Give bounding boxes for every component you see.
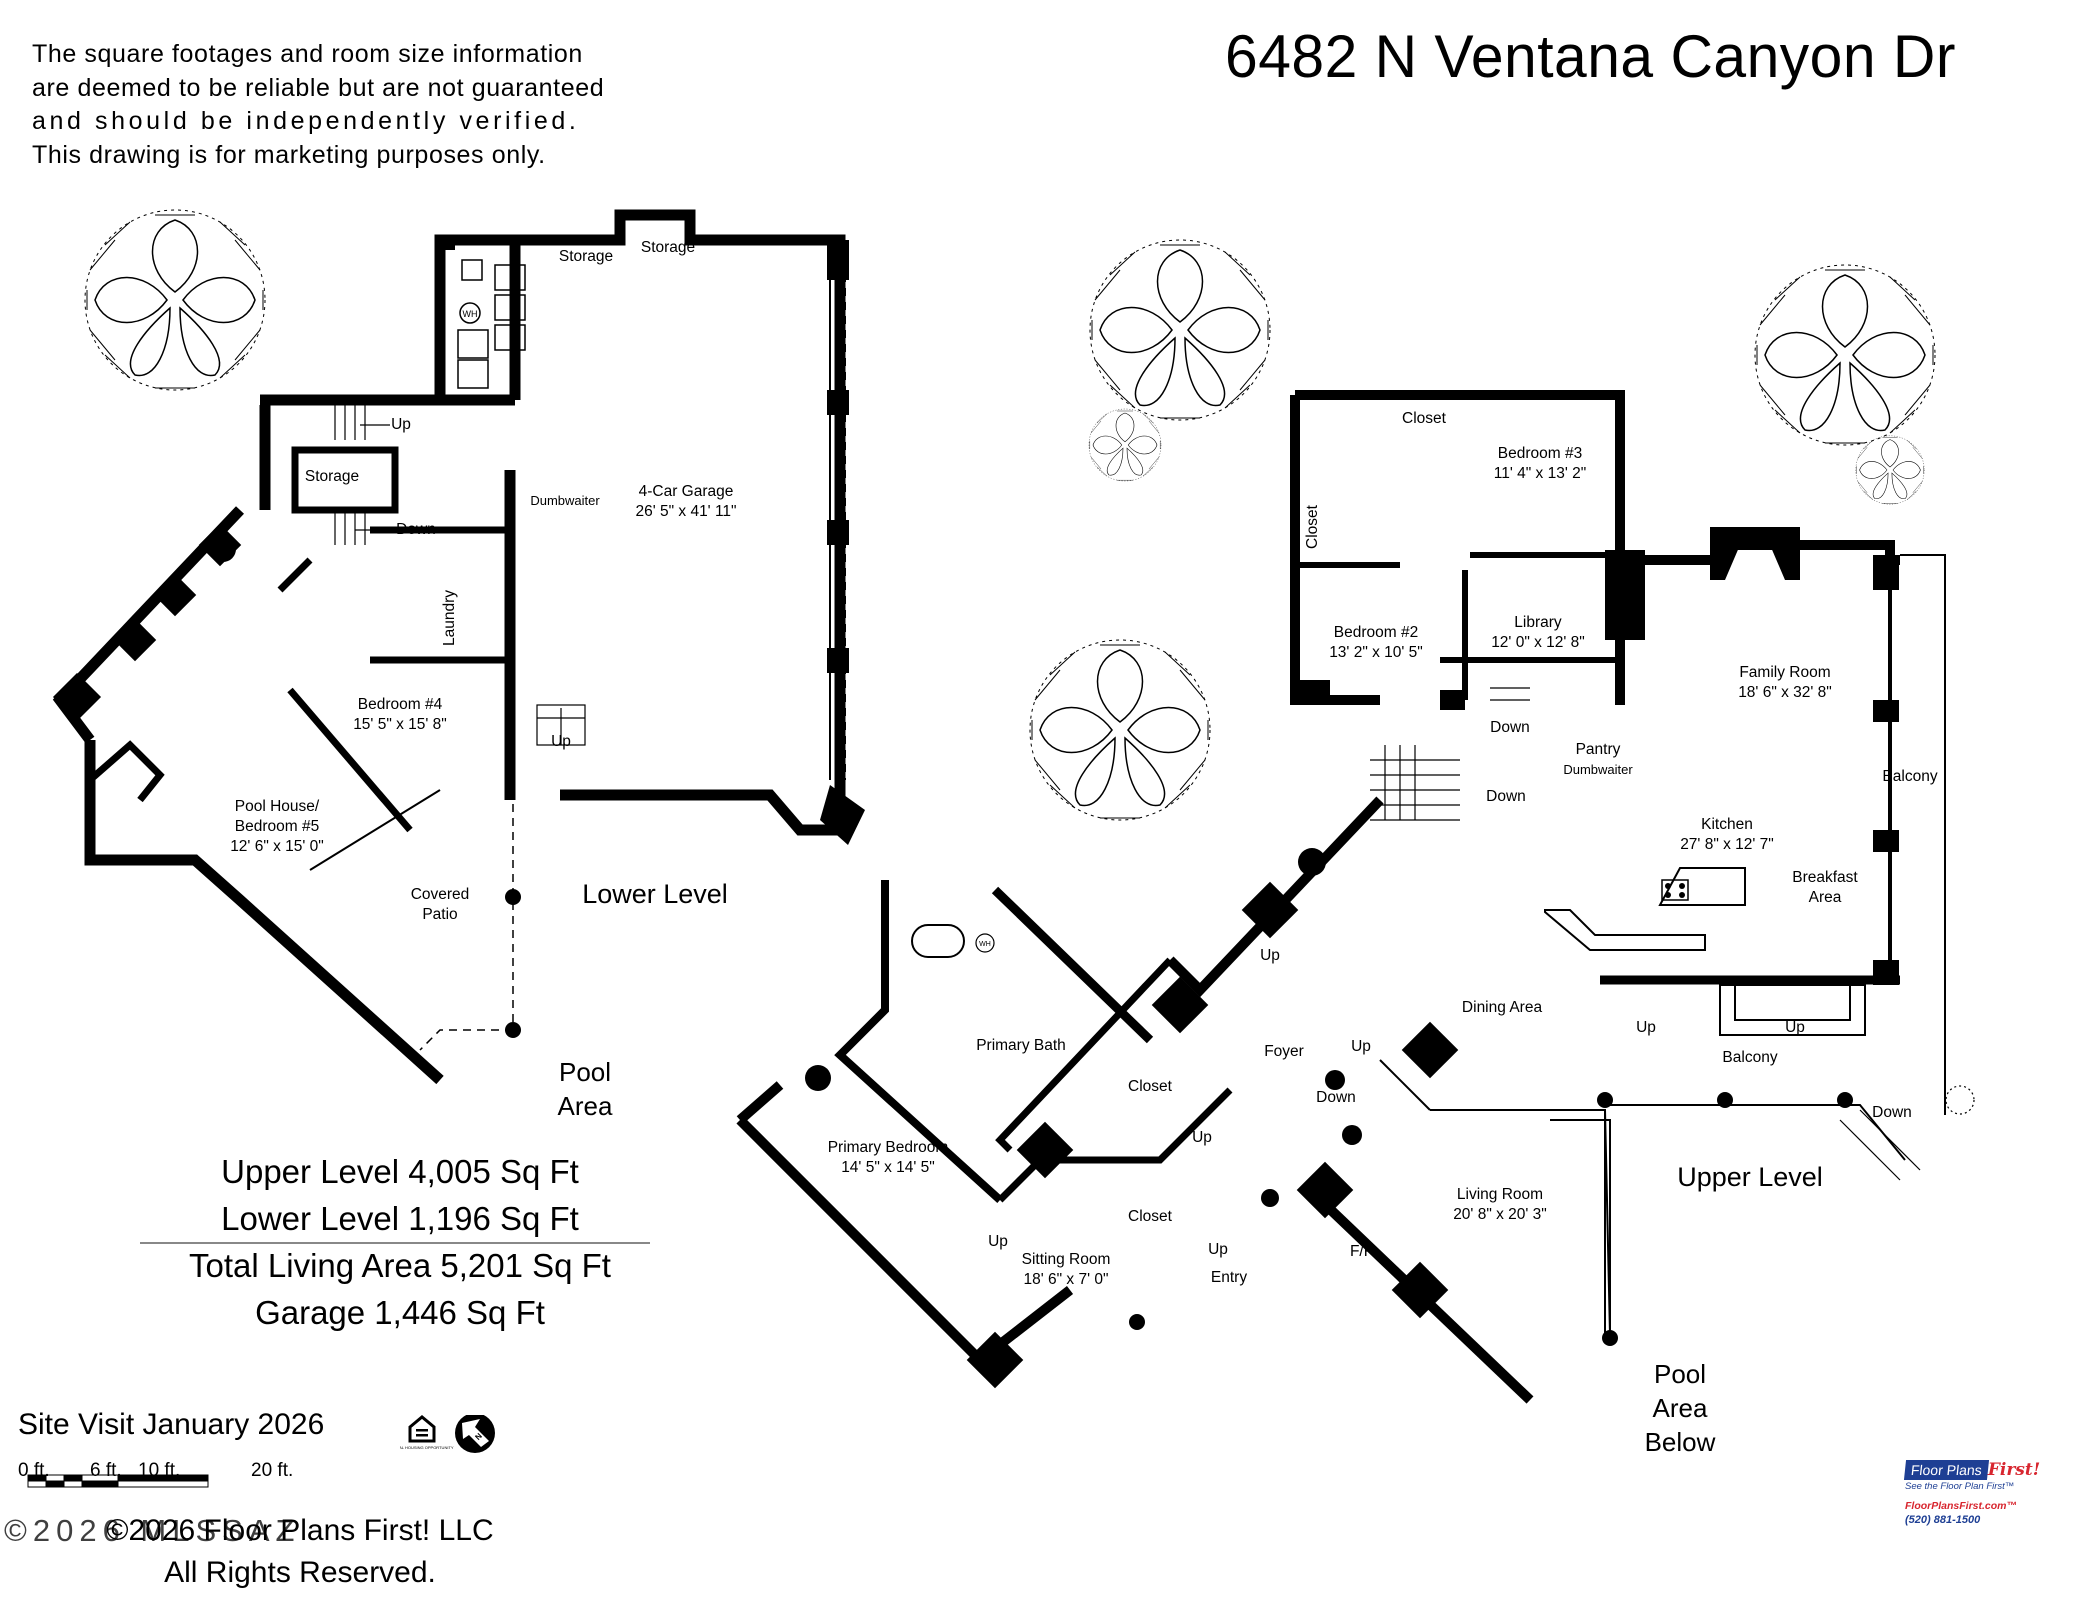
disclaimer: The square footages and room size inform… <box>32 38 604 172</box>
room-label-laundry: Laundry <box>441 589 458 647</box>
room-label-foyer: Foyer <box>1264 1043 1304 1060</box>
room-label-living-room: Living Room 20' 8" x 20' 3" <box>1453 1186 1547 1223</box>
room-label-garage: 4-Car Garage 26' 5" x 41' 11" <box>635 483 737 520</box>
stair-up-label: Up <box>1785 1019 1805 1036</box>
room-label-closet-1: Closet <box>1402 410 1446 427</box>
bathtub-icon <box>911 924 965 958</box>
room-label-library: Library 12' 0" x 12' 8" <box>1491 614 1585 651</box>
stair-up-label: Up <box>1192 1129 1212 1146</box>
stair-up-label: Up <box>1208 1241 1228 1258</box>
lower-level-label: Lower Level <box>582 879 728 909</box>
room-label-covered-patio: Covered Patio <box>410 886 470 923</box>
fireplace-label: F/P <box>1349 1243 1375 1260</box>
disclaimer-line-3: and should be independently verified. <box>32 107 580 135</box>
garage-stair-up-label: Up <box>551 733 571 750</box>
stair-down-label: Down <box>396 521 436 538</box>
brand-phone[interactable]: (520) 881-1500 <box>1905 1514 1981 1526</box>
equal-housing-icon: EQUAL HOUSING OPPORTUNITY <box>390 1415 454 1450</box>
brand-tagline: See the Floor Plan First™ <box>1905 1481 2015 1492</box>
room-label-closet-4: Closet <box>1128 1208 1172 1225</box>
tree-icon <box>1089 239 1271 421</box>
brand-url[interactable]: FloorPlansFirst.com™ <box>1905 1500 2018 1512</box>
disclaimer-line-1: The square footages and room size inform… <box>32 40 583 68</box>
pool-area-below-label: Pool Area Below <box>1644 1359 1716 1457</box>
room-label-family-room: Family Room 18' 6" x 32' 8" <box>1738 664 1832 701</box>
mls-watermark: ©2026 MLSSAZ <box>4 1513 301 1548</box>
svg-text:N: N <box>473 1431 484 1442</box>
scale-label-20: 20 ft. <box>251 1460 294 1481</box>
room-label-pantry: Pantry Dumbwaiter <box>1563 741 1633 777</box>
sqft-total: Total Living Area 5,201 Sq Ft <box>189 1247 611 1284</box>
copyright-line-2: All Rights Reserved. <box>164 1556 436 1589</box>
room-label-bedroom-2: Bedroom #2 13' 2" x 10' 5" <box>1329 624 1423 661</box>
stair-down-label: Down <box>1490 719 1530 736</box>
tree-icon <box>84 209 266 391</box>
room-label-sitting-room: Sitting Room 18' 6" x 7' 0" <box>1021 1251 1111 1288</box>
room-label-closet-2: Closet <box>1304 505 1321 549</box>
stair-down-label: Down <box>1486 788 1526 805</box>
scale-label-10: 10 ft. <box>138 1460 181 1481</box>
scale-label-0: 0 ft. <box>18 1460 50 1481</box>
north-arrow-icon: N <box>455 1413 495 1453</box>
stair-down-label: Down <box>1872 1104 1912 1121</box>
water-heater-icon: WH <box>463 309 478 319</box>
room-label-bedroom-4: Bedroom #4 15' 5" x 15' 8" <box>353 696 447 733</box>
tree-icon <box>1754 264 1936 446</box>
room-label-bedroom-3: Bedroom #3 11' 4" x 13' 2" <box>1493 445 1587 482</box>
upper-level-label: Upper Level <box>1677 1162 1823 1192</box>
stair-up-label: Up <box>1351 1038 1371 1055</box>
room-label-storage-1: Storage <box>558 248 614 265</box>
room-label-breakfast-area: Breakfast Area <box>1792 869 1858 906</box>
room-label-entry: Entry <box>1210 1269 1248 1286</box>
site-visit-date: Site Visit January 2026 <box>18 1408 325 1441</box>
pool-area-label: Pool Area <box>557 1057 613 1121</box>
property-address: 6482 N Ventana Canyon Dr <box>1225 23 1956 90</box>
footer-icons: EQUAL HOUSING OPPORTUNITY N <box>390 1413 510 1475</box>
dumbwaiter-label: Dumbwaiter <box>530 493 600 508</box>
stair-up-label: Up <box>1636 1019 1656 1036</box>
svg-text:WH: WH <box>979 941 991 948</box>
copyright: ©2026 Floor Plans First! LLC ©2026 MLSSA… <box>0 1510 600 1594</box>
scale-label-6: 6 ft. <box>90 1460 122 1481</box>
room-label-kitchen: Kitchen 27' 8" x 12' 7" <box>1680 816 1774 853</box>
cooktop-icon <box>1661 879 1689 901</box>
stair-up-label: Up <box>1260 947 1280 964</box>
tree-icon <box>1088 408 1162 482</box>
disclaimer-line-4: This drawing is for marketing purposes o… <box>32 140 546 169</box>
room-label-storage-2: Storage <box>640 239 696 256</box>
tree-icon <box>1855 435 1925 505</box>
scale-bar <box>27 1474 209 1488</box>
stair-up-label: Up <box>988 1233 1008 1250</box>
room-label-storage-3: Storage <box>304 468 360 485</box>
sqft-divider <box>140 1242 650 1244</box>
sqft-garage: Garage 1,446 Sq Ft <box>255 1294 545 1331</box>
disclaimer-line-2: are deemed to be reliable but are not gu… <box>32 73 605 102</box>
sqft-lower: Lower Level 1,196 Sq Ft <box>221 1200 579 1237</box>
room-label-primary-bath: Primary Bath <box>976 1037 1066 1054</box>
room-label-dining-area: Dining Area <box>1461 999 1543 1016</box>
room-label-pool-house: Pool House/ Bedroom #5 12' 6" x 15' 0" <box>230 798 324 855</box>
water-heater-icon <box>975 933 995 953</box>
sqft-upper: Upper Level 4,005 Sq Ft <box>221 1153 579 1190</box>
room-label-balcony-south: Balcony <box>1722 1049 1778 1066</box>
copyright-line-1: ©2026 Floor Plans First! LLC ©2026 MLSSA… <box>0 1510 600 1552</box>
room-label-primary-bedroom: Primary Bedroom 14' 5" x 14' 5" <box>827 1139 949 1176</box>
tree-icon <box>1029 639 1211 821</box>
room-label-closet-3: Closet <box>1128 1078 1172 1095</box>
square-footage-summary: Upper Level 4,005 Sq Ft Lower Level 1,19… <box>130 1148 670 1336</box>
stair-up-label: Up <box>391 416 411 433</box>
stair-down-label: Down <box>1316 1089 1356 1106</box>
svg-text:EQUAL HOUSING OPPORTUNITY: EQUAL HOUSING OPPORTUNITY <box>400 1445 454 1450</box>
room-label-balcony-east: Balcony <box>1882 768 1938 785</box>
